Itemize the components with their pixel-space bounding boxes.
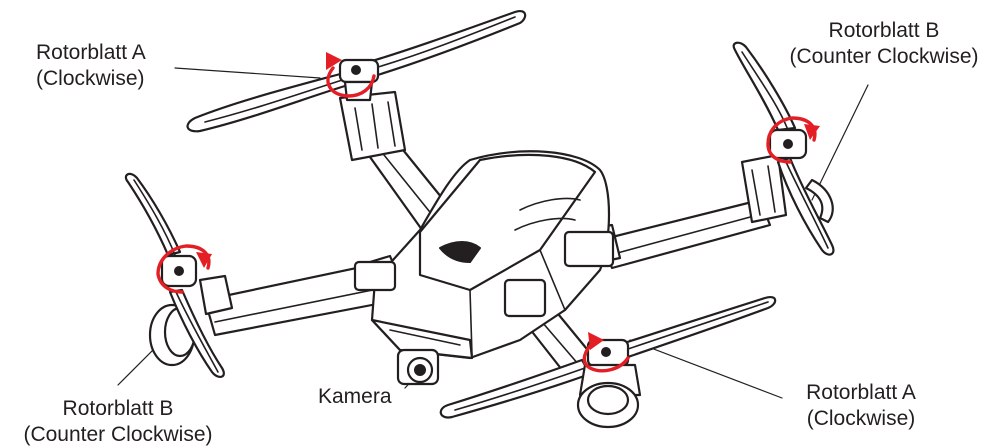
leader-line-top-left <box>174 67 321 79</box>
label-rotor-bottom-right-direction: (Clockwise) <box>806 407 916 430</box>
label-rotor-bottom-right-name: Rotorblatt A <box>806 381 916 404</box>
rotation-arrow-bottom-left <box>156 244 212 294</box>
label-rotor-bottom-left-direction: (Counter Clockwise) <box>23 423 213 446</box>
propeller-bottom-left <box>124 172 234 378</box>
label-camera: Kamera <box>318 385 392 408</box>
propeller-bottom-right <box>439 296 777 429</box>
label-rotor-top-right-name: Rotorblatt B <box>828 19 940 42</box>
label-rotor-bottom-left-name: Rotorblatt B <box>62 397 174 420</box>
label-rotor-top-left-name: Rotorblatt A <box>36 41 146 64</box>
rotation-arrow-top-right <box>766 116 820 164</box>
label-rotor-top-left: Rotorblatt A (Clockwise) <box>36 40 146 92</box>
rotation-arrow-bottom-right <box>582 332 630 373</box>
label-rotor-bottom-right: Rotorblatt A (Clockwise) <box>776 380 946 432</box>
leader-line-bottom-right <box>629 339 783 399</box>
rotation-arrow-top-left <box>326 52 376 98</box>
drone-body <box>353 150 615 360</box>
propeller-top-right <box>732 41 835 256</box>
label-rotor-top-left-direction: (Clockwise) <box>36 67 145 90</box>
leader-line-top-right <box>811 84 869 201</box>
label-rotor-bottom-left: Rotorblatt B (Counter Clockwise) <box>0 396 236 448</box>
label-rotor-top-right-direction: (Counter Clockwise) <box>789 45 979 68</box>
camera-module <box>396 348 440 386</box>
propeller-top-left <box>186 10 527 133</box>
label-rotor-top-right: Rotorblatt B (Counter Clockwise) <box>770 18 998 70</box>
